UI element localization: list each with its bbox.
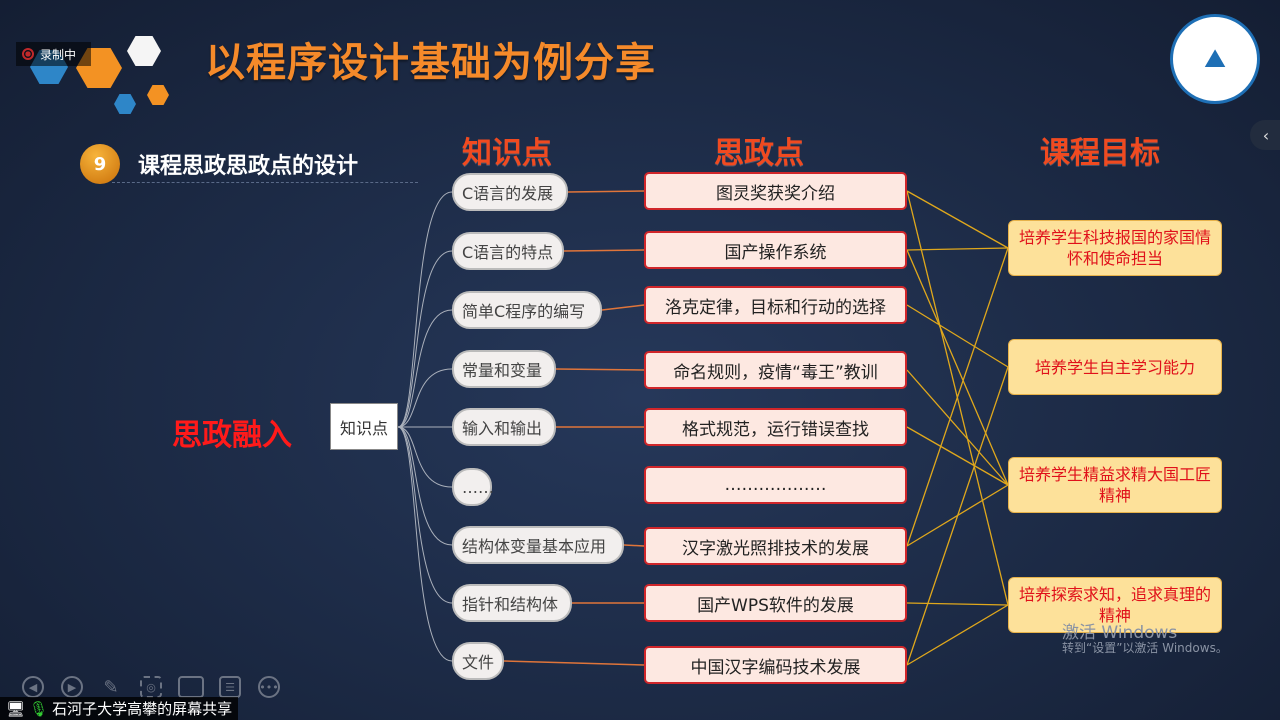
activation-watermark-title: 激活 Windows bbox=[1062, 623, 1178, 643]
university-logo: ⛰ bbox=[1170, 14, 1260, 104]
knowledge-link bbox=[567, 190, 645, 193]
hex-decoration bbox=[147, 85, 169, 105]
goal-link bbox=[906, 604, 1009, 666]
tree-branch bbox=[397, 426, 453, 546]
previous-slide-button[interactable]: ◀ bbox=[22, 676, 44, 698]
activation-watermark-text: 转到“设置”以激活 Windows。 bbox=[1062, 641, 1228, 655]
goal-link bbox=[906, 247, 1009, 547]
knowledge-node: C语言的发展 bbox=[452, 173, 568, 211]
section-number-badge: 9 bbox=[80, 144, 120, 184]
ideology-node: ……………… bbox=[644, 466, 907, 504]
knowledge-node: 文件 bbox=[452, 642, 504, 680]
chat-icon[interactable]: ☰ bbox=[219, 676, 241, 698]
knowledge-root-node: 知识点 bbox=[330, 403, 398, 450]
goal-link bbox=[906, 249, 1009, 486]
ideology-node: 汉字激光照排技术的发展 bbox=[644, 527, 907, 565]
goal-link bbox=[906, 247, 1009, 251]
section-title: 课程思政思政点的设计 bbox=[138, 154, 359, 179]
ideology-node: 图灵奖获奖介绍 bbox=[644, 172, 907, 210]
knowledge-node: 结构体变量基本应用 bbox=[452, 526, 624, 564]
slide-title: 以程序设计基础为例分享 bbox=[205, 40, 656, 86]
goal-link bbox=[906, 304, 1009, 368]
screen-share-icon: 🖥 bbox=[6, 699, 26, 718]
ideology-node: 格式规范，运行错误查找 bbox=[644, 408, 907, 446]
ideology-node: 国产操作系统 bbox=[644, 231, 907, 269]
knowledge-link bbox=[555, 368, 645, 371]
tree-branch bbox=[397, 368, 453, 428]
header-knowledge: 知识点 bbox=[462, 136, 552, 171]
screen-share-label: 石河子大学高攀的屏幕共享 bbox=[52, 700, 233, 718]
hex-decoration bbox=[127, 36, 161, 66]
goal-link bbox=[906, 602, 1009, 606]
pen-icon[interactable]: ✎ bbox=[103, 676, 119, 698]
goal-node: 培养学生精益求精大国工匠精神 bbox=[1008, 457, 1222, 513]
record-icon bbox=[22, 48, 34, 60]
tree-branch bbox=[397, 309, 453, 428]
knowledge-node: 输入和输出 bbox=[452, 408, 556, 446]
tree-branch bbox=[397, 426, 453, 662]
tree-branch bbox=[397, 250, 453, 428]
tree-branch bbox=[397, 191, 453, 428]
ideology-integration-label: 思政融入 bbox=[172, 418, 292, 453]
knowledge-node: 简单C程序的编写 bbox=[452, 291, 602, 329]
tree-branch bbox=[397, 426, 453, 488]
focus-icon[interactable]: ◎ bbox=[140, 676, 162, 698]
knowledge-link bbox=[503, 660, 645, 666]
knowledge-link bbox=[623, 544, 645, 547]
knowledge-node: 指针和结构体 bbox=[452, 584, 572, 622]
camera-icon[interactable] bbox=[178, 676, 204, 698]
goal-link bbox=[906, 366, 1009, 666]
knowledge-node: 常量和变量 bbox=[452, 350, 556, 388]
ideology-node: 命名规则，疫情“毒王”教训 bbox=[644, 351, 907, 389]
goal-node: 培养学生科技报国的家国情怀和使命担当 bbox=[1008, 220, 1222, 276]
goal-link bbox=[906, 369, 1009, 486]
microphone-icon: 🎙 bbox=[29, 699, 49, 718]
header-goals: 课程目标 bbox=[1040, 136, 1160, 171]
ideology-node: 国产WPS软件的发展 bbox=[644, 584, 907, 622]
header-ideology: 思政点 bbox=[714, 136, 804, 171]
next-slide-button[interactable]: ▶ bbox=[61, 676, 83, 698]
collapse-panel-button[interactable]: ‹ bbox=[1250, 120, 1280, 150]
more-icon[interactable]: ••• bbox=[258, 676, 280, 698]
goal-link bbox=[906, 426, 1009, 486]
knowledge-node: …… bbox=[452, 468, 494, 506]
recording-label: 录制中 bbox=[40, 47, 77, 62]
knowledge-link bbox=[563, 249, 645, 252]
goal-node: 培养学生自主学习能力 bbox=[1008, 339, 1222, 395]
goal-node: 培养探索求知，追求真理的精神 bbox=[1008, 577, 1222, 633]
knowledge-link bbox=[601, 304, 645, 311]
knowledge-node: C语言的特点 bbox=[452, 232, 564, 270]
tree-branch bbox=[397, 426, 453, 604]
ideology-node: 洛克定律，目标和行动的选择 bbox=[644, 286, 907, 324]
goal-link bbox=[906, 190, 1009, 249]
hex-decoration bbox=[114, 94, 136, 114]
screen-share-bar: 🖥🎙石河子大学高攀的屏幕共享 bbox=[0, 697, 239, 720]
divider bbox=[112, 182, 418, 183]
recording-indicator[interactable]: 录制中 bbox=[16, 42, 91, 66]
ideology-node: 中国汉字编码技术发展 bbox=[644, 646, 907, 684]
